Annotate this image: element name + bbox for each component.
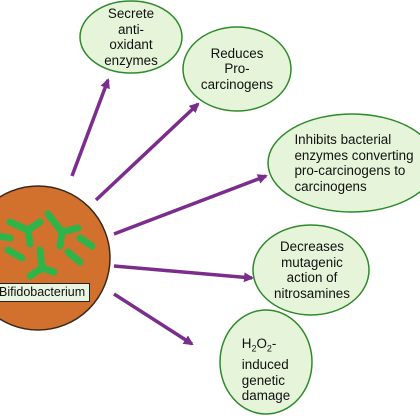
h2o2-sub-2a: 2 [251, 343, 257, 354]
bubble-bacterial-enzymes [267, 113, 420, 213]
effect-bubbles [79, 0, 420, 415]
bacteria-rods [0, 210, 96, 280]
arrow-to-h2o2 [113, 292, 194, 346]
effect-procarcinogens-label: Reduces Pro- carcinogens [200, 45, 274, 92]
h2o2-o: O [256, 335, 267, 351]
bubble-antioxidant [79, 0, 183, 74]
effect-antioxidant-label: Secrete anti- oxidant enzymes [104, 6, 158, 68]
effect-nitrosamines-label: Decreases mutagenic action of nitrosamin… [274, 239, 350, 301]
effect-h2o2-label: H2O2- induced genetic damage [222, 316, 310, 408]
effect-arrows [70, 78, 268, 346]
bubble-procarcinogens [182, 26, 292, 112]
h2o2-h: H [241, 335, 252, 351]
bubble-nitrosamines [252, 224, 370, 316]
bubble-h2o2 [219, 309, 313, 415]
arrow-to-nitrosamines [113, 264, 254, 283]
arrow-to-bacterial-enzymes [113, 174, 268, 236]
bifidobacterium-label: Bifidobacterium [0, 283, 90, 302]
arrow-to-procarcinogens [94, 102, 200, 202]
h2o2-sub-2b: 2 [266, 343, 272, 354]
h2o2-rest: - induced genetic damage [241, 335, 291, 404]
arrow-to-antioxidant [70, 78, 110, 177]
effect-bacterial-enzymes-label: Inhibits bacterial enzymes converting pr… [294, 132, 414, 194]
